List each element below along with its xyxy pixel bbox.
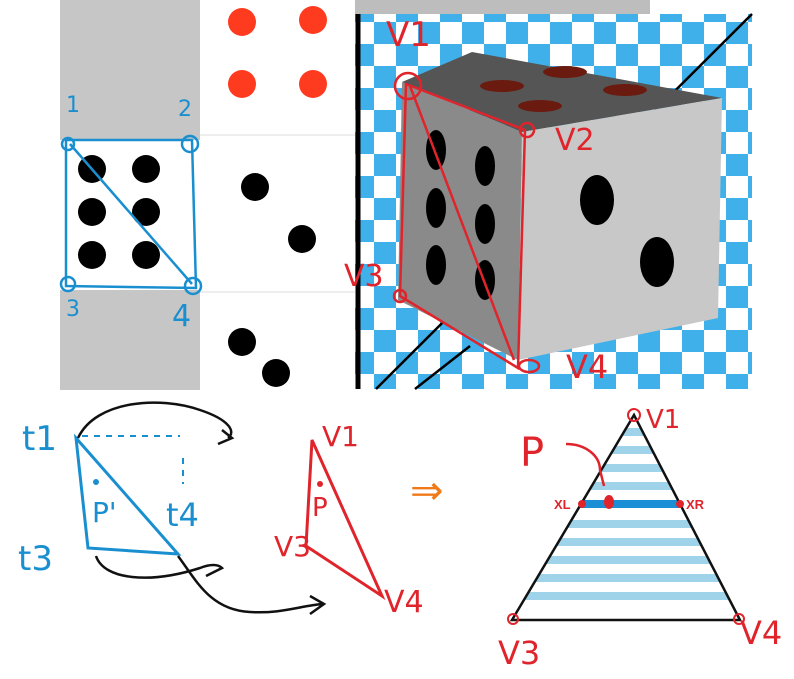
scanline-stripes — [512, 428, 740, 600]
label-v4: V4 — [384, 585, 424, 620]
corner-label-4: 4 — [172, 299, 191, 334]
pip — [132, 198, 160, 226]
raster-label-v1: V1 — [646, 405, 680, 435]
pip — [299, 6, 327, 34]
raster-triangle-outline — [509, 412, 743, 622]
pip — [475, 204, 495, 244]
pip — [78, 198, 106, 226]
raster-label-p: P — [520, 430, 544, 476]
flip-arrow — [76, 401, 233, 439]
pip — [288, 225, 316, 253]
top-gray-bar — [355, 0, 650, 14]
pip — [228, 8, 256, 36]
die-top-face — [402, 52, 722, 132]
xr-point — [676, 500, 684, 508]
pip — [228, 328, 256, 356]
die-vertex-label-v1: V1 — [386, 15, 431, 55]
pip — [78, 241, 106, 269]
screen-triangle — [304, 439, 386, 601]
die-vertex-label-v2: V2 — [555, 123, 595, 158]
screen-quad-annotation — [392, 71, 541, 374]
pip — [299, 70, 327, 98]
label-xr: XR — [686, 497, 705, 512]
label-v3: V3 — [274, 530, 311, 563]
texture-triangle — [73, 433, 182, 556]
label-t4: t4 — [166, 496, 199, 534]
die-vertex-label-v4: V4 — [566, 348, 608, 386]
implies-arrow-icon: ⇒ — [410, 468, 444, 514]
pip — [426, 245, 446, 285]
raster-label-v3: V3 — [498, 634, 540, 672]
corner-label-2: 2 — [178, 97, 192, 122]
label-p: P — [312, 493, 328, 523]
sample-point — [93, 479, 99, 485]
pip — [543, 66, 587, 78]
pip — [603, 84, 647, 96]
pixel-p — [604, 495, 614, 509]
label-xl: XL — [554, 497, 571, 512]
pip — [262, 359, 290, 387]
corner-label-3: 3 — [66, 297, 80, 322]
pip — [580, 175, 614, 225]
pip — [480, 80, 524, 92]
label-v1: V1 — [322, 420, 359, 453]
label-p-prime: P' — [92, 496, 117, 529]
pip — [132, 241, 160, 269]
raster-label-v4: V4 — [740, 614, 782, 652]
atlas-white-strip — [200, 0, 355, 390]
texture-atlas: 1 2 3 4 — [59, 0, 355, 390]
floor-edge-line — [414, 345, 471, 390]
texture-triangle-sketch: t1 t4 t3 P' — [18, 401, 327, 616]
scanline-triangle: P XL XR V1 V3 V4 — [498, 405, 782, 672]
pip — [228, 70, 256, 98]
arrowhead — [217, 429, 235, 446]
vertex-marker — [733, 613, 745, 625]
pip — [241, 173, 269, 201]
flip-arrow — [176, 555, 323, 614]
corner-label-1: 1 — [66, 93, 80, 118]
pip — [132, 155, 160, 183]
arrowhead — [309, 594, 327, 616]
vertex-marker — [627, 408, 641, 422]
pip — [518, 100, 562, 112]
pip — [475, 146, 495, 186]
xl-point — [578, 500, 586, 508]
rendered-die-panel: V1 V2 V3 V4 — [344, 0, 753, 390]
pip — [640, 237, 674, 287]
pip — [426, 188, 446, 228]
sample-point — [317, 481, 323, 487]
vertex-marker — [507, 613, 519, 625]
flip-arrow — [94, 555, 225, 579]
p-pointer-arrow — [565, 442, 606, 487]
texture-quad-annotation — [59, 134, 203, 296]
die-right-face — [518, 98, 722, 360]
die-vertex-label-v3: V3 — [344, 259, 384, 294]
label-t3: t3 — [18, 539, 53, 579]
label-t1: t1 — [22, 419, 57, 459]
screen-triangle-sketch: V1 V3 V4 P — [274, 420, 424, 620]
current-scanline — [512, 500, 740, 508]
